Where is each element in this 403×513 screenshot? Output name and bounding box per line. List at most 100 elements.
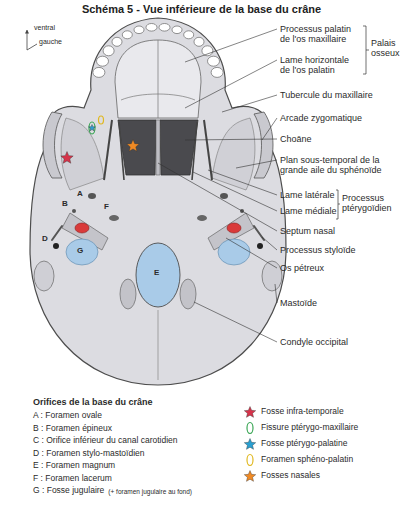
legend-text: Fosse infra-temporale	[261, 407, 344, 417]
mastoid-process	[34, 261, 54, 291]
leader-line	[185, 29, 277, 62]
ellipse-symbol	[99, 116, 104, 124]
legend-symbol	[243, 453, 257, 467]
tooth	[97, 56, 109, 66]
legend-entry: G : Fosse jugulaire	[33, 486, 104, 496]
tooth	[122, 31, 132, 39]
legend-item: Fosses nasales	[243, 469, 320, 483]
part-label: Lame médiale	[280, 206, 337, 216]
diagram-title: Schéma 5 - Vue inférieure de la base du …	[0, 3, 403, 16]
leader-lines	[158, 29, 277, 342]
stylomastoid-foramen	[53, 243, 59, 249]
leader-line	[185, 139, 277, 140]
star-symbol	[244, 439, 255, 450]
callout-letter: A	[77, 189, 83, 198]
legend-symbol	[243, 437, 257, 451]
foramen-ovale	[88, 193, 96, 199]
tooth	[146, 24, 157, 32]
part-label: Os pétreux	[280, 263, 324, 273]
leader-line	[262, 118, 277, 140]
leader-line	[193, 172, 277, 211]
legend-text: Fosses nasales	[261, 471, 320, 481]
ellipse-symbol	[89, 122, 95, 134]
orientation-arrow	[27, 30, 28, 50]
tooth	[112, 37, 122, 46]
legend-text: Foramen sphéno-palatin	[261, 455, 353, 465]
star-symbol	[61, 152, 73, 164]
orientation-label: gauche	[39, 38, 62, 46]
occipital-condyle	[180, 279, 196, 309]
carotid-canal	[227, 223, 241, 233]
styloid-process	[52, 226, 62, 240]
skull-base-outline	[30, 18, 286, 385]
star-symbol	[127, 140, 139, 152]
callout-letter: G	[77, 246, 83, 255]
palatine-suture	[158, 40, 159, 118]
pterygoid-lateral-plate	[104, 120, 112, 180]
legend-symbol	[243, 469, 257, 483]
legend-item: Foramen sphéno-palatin	[243, 453, 353, 467]
foramen-spinosum	[72, 209, 76, 213]
group-label: Processus ptérygoïdien	[342, 193, 400, 214]
tooth	[172, 26, 182, 34]
group-label: Palais osseux	[371, 38, 402, 59]
teeth	[93, 24, 223, 78]
occipital-condyle	[120, 279, 136, 309]
legend-item: Fosse ptérygo-palatine	[243, 437, 347, 451]
legend-text: Fosse ptérygo-palatine	[261, 439, 347, 449]
leader-line	[236, 160, 277, 168]
legend-heading: Orifices de la base du crâne	[33, 397, 153, 407]
foramen-magnum	[136, 243, 180, 307]
part-label: Mastoïde	[280, 298, 317, 308]
leader-line	[208, 170, 277, 195]
part-label: Choāne	[280, 134, 312, 144]
tooth	[194, 37, 204, 46]
figure-symbol	[61, 152, 73, 164]
tooth	[103, 46, 114, 56]
legend-entry: C : Orifice inférieur du canal carotidie…	[33, 436, 178, 446]
tooth	[134, 26, 144, 34]
orientation-label: ventral	[34, 24, 55, 32]
part-label: Plan sous-temporal de la grande aile du …	[280, 155, 392, 176]
part-label: Tubercule du maxillaire	[280, 90, 373, 100]
jugular-fossa	[66, 239, 98, 265]
legend-entry: E : Foramen magnum	[33, 461, 115, 471]
legend-entry: D : Foramen stylo-mastoïdien	[33, 449, 144, 459]
legend-entry: A : Foramen ovale	[33, 411, 102, 421]
star-symbol	[244, 407, 255, 418]
pterygoid-medial-plate	[192, 122, 197, 180]
carotid-canal	[75, 223, 89, 233]
styloid-process	[254, 226, 264, 240]
part-label: Arcade zygomatique	[280, 113, 362, 123]
legend-symbol	[243, 405, 257, 419]
callout-letter: E	[154, 268, 159, 277]
leader-line	[158, 163, 277, 231]
mastoid-process	[262, 261, 282, 291]
figure-symbol	[99, 116, 104, 124]
occipital-crest	[158, 310, 159, 380]
leader-line	[275, 284, 277, 303]
part-label: Septum nasal	[280, 226, 335, 236]
legend-note: (+ foramen jugulaire au fond)	[108, 488, 192, 495]
ellipse-symbol	[247, 455, 253, 466]
figure-symbol	[89, 122, 95, 134]
legend-symbol	[243, 421, 257, 435]
legend-entry: F : Foramen lacerum	[33, 474, 112, 484]
leader-line	[222, 95, 277, 112]
palatine-suture	[121, 94, 195, 100]
leader-line	[185, 60, 277, 108]
tooth	[93, 67, 105, 77]
bracket	[363, 26, 369, 74]
part-label: Processus styloïde	[280, 245, 356, 255]
leader-line	[226, 238, 277, 268]
star-symbol	[89, 125, 96, 131]
tooth	[202, 46, 213, 56]
part-label: Lame latérale	[280, 190, 335, 200]
legend-text: Fissure ptérygo-maxillaire	[261, 423, 358, 433]
part-label: Condyle occipital	[280, 337, 348, 347]
tooth	[159, 24, 170, 32]
part-label: Lame horizontale de l'os palatin	[280, 55, 360, 76]
star-symbol	[244, 471, 255, 482]
legend-item: Fosse infra-temporale	[243, 405, 344, 419]
